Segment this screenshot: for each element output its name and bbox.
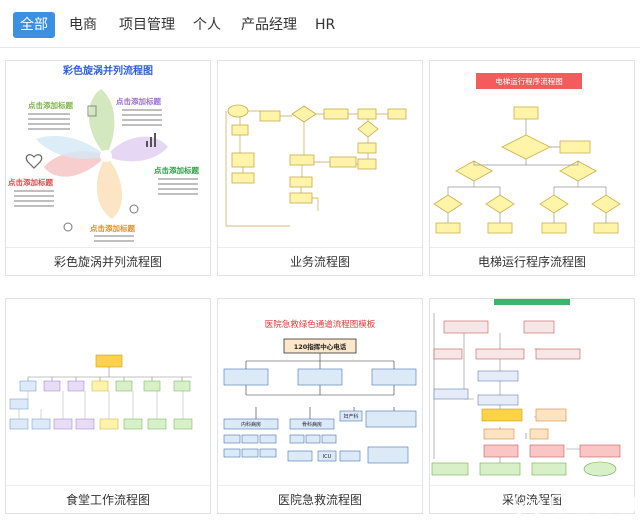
tree-connectors [18, 391, 184, 419]
thumbnail-title-bar [494, 299, 570, 305]
swirl-label: 点击添加标题 [154, 165, 199, 175]
template-card-elevator-flow[interactable]: 电梯运行程序流程图 电梯运行程序流程图 [429, 60, 635, 276]
template-thumbnail [6, 299, 210, 485]
template-card-hospital-flow[interactable]: 医院急救绿色通道流程图模板 120指挥中心电话 [217, 298, 423, 514]
template-caption: 电梯运行程序流程图 [430, 247, 634, 275]
template-caption: 医院急救流程图 [218, 485, 422, 513]
node-label: ICU [323, 454, 332, 460]
tab-ecommerce[interactable]: 电商 [69, 17, 97, 33]
template-thumbnail [218, 61, 422, 247]
node-label: 妇产科 [343, 413, 358, 420]
node-label: 内科病房 [241, 421, 261, 428]
swirl-petal [96, 156, 123, 219]
node-label: 骨科病房 [302, 421, 322, 428]
swirl-petal [106, 136, 168, 162]
user-icon [63, 222, 73, 232]
thumbnail-title: 彩色旋涡并列流程图 [62, 64, 153, 77]
template-thumbnail: 医院急救绿色通道流程图模板 120指挥中心电话 [218, 299, 422, 485]
flow-nodes [223, 368, 417, 464]
root-node [95, 354, 123, 368]
bar-chart-icon [146, 133, 156, 147]
swirl-petal [36, 135, 106, 159]
swirl-petal [88, 89, 115, 156]
tree-connectors [27, 367, 192, 381]
gear-icon [129, 204, 139, 214]
flow-nodes [431, 320, 621, 477]
top-node-label: 120指挥中心电话 [294, 342, 347, 351]
template-card-canteen-flow[interactable]: 食堂工作流程图 [5, 298, 211, 514]
flow-connectors [245, 353, 395, 419]
flow-nodes [433, 106, 621, 234]
thumbnail-title-bg [476, 73, 582, 89]
template-card-color-vortex[interactable]: 彩色旋涡并列流程图 点击添加标题 点击添加标题 点击添加标题 点击添加标题 点击… [5, 60, 211, 276]
template-thumbnail [430, 299, 634, 485]
template-caption: 食堂工作流程图 [6, 485, 210, 513]
tab-hr[interactable]: HR [315, 17, 336, 33]
category-tab-bar: 全部 电商 项目管理 个人 产品经理 HR [0, 0, 640, 48]
flow-connectors [225, 110, 388, 227]
tab-product-manager[interactable]: 产品经理 [241, 17, 297, 33]
swirl-label: 点击添加标题 [8, 177, 53, 187]
template-thumbnail: 彩色旋涡并列流程图 点击添加标题 点击添加标题 点击添加标题 点击添加标题 点击… [6, 61, 210, 247]
tab-personal[interactable]: 个人 [193, 17, 221, 33]
thumbnail-title: 电梯运行程序流程图 [495, 76, 563, 86]
placeholder-text-lines [14, 109, 198, 242]
template-caption: 业务流程图 [218, 247, 422, 275]
swirl-center [100, 150, 112, 162]
flow-connectors [447, 119, 607, 223]
swirl-label: 点击添加标题 [28, 100, 73, 110]
template-card-procurement-flow[interactable]: 采购流程图 [429, 298, 635, 514]
thumbnail-title: 医院急救绿色通道流程图模板 [265, 319, 376, 330]
document-icon [87, 105, 97, 117]
flow-nodes [227, 104, 407, 204]
heart-icon [25, 154, 43, 169]
template-thumbnail: 电梯运行程序流程图 [430, 61, 634, 247]
watermark-logo [512, 488, 638, 520]
tree-nodes [9, 380, 193, 430]
template-card-business-flow[interactable]: 业务流程图 [217, 60, 423, 276]
swirl-label: 点击添加标题 [90, 223, 135, 233]
swirl-label: 点击添加标题 [116, 96, 161, 106]
tab-project-management[interactable]: 项目管理 [119, 17, 175, 33]
template-caption: 彩色旋涡并列流程图 [6, 247, 210, 275]
tab-all[interactable]: 全部 [13, 12, 55, 38]
